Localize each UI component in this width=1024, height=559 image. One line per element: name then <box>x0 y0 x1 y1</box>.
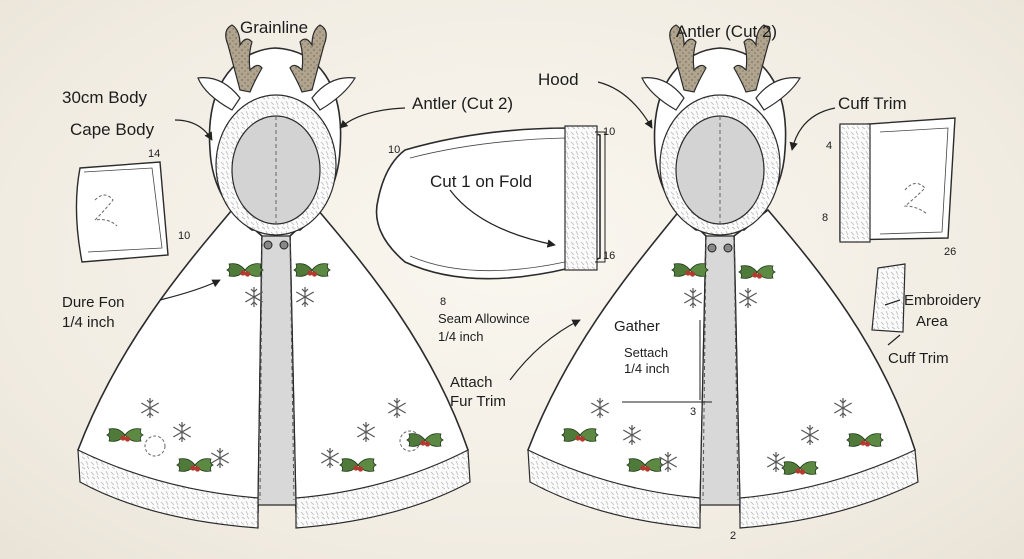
dim-cuff-left-bottom: 8 <box>822 212 829 224</box>
antler-icon <box>669 24 771 93</box>
dim-left-piece-side: 10 <box>178 230 191 242</box>
dim-sleeve-right-bottom: 16 <box>603 250 616 262</box>
dim-sleeve-bottom: 8 <box>440 296 447 308</box>
cuff-pattern-piece <box>839 117 956 243</box>
cuff-trim-top-label: Cuff Trim <box>838 94 907 113</box>
small-pattern-piece <box>75 161 169 263</box>
settach-size-label: 1/4 inch <box>624 361 670 376</box>
seam-allowance-size-label: 1/4 inch <box>438 329 484 344</box>
embroidery-label: Embroidery <box>904 292 981 309</box>
fur-trim-label: Fur Trim <box>450 393 506 410</box>
gather-label: Gather <box>614 318 660 335</box>
dure-fon-label: Dure Fon <box>62 294 125 311</box>
settach-label: Settach <box>624 345 669 360</box>
antler-cut2-top-label: Antler (Cut 2) <box>676 22 778 41</box>
left-cape <box>77 24 471 529</box>
dim-cuff-left-top: 4 <box>826 140 833 152</box>
cuff-trim-piece <box>871 263 906 333</box>
dure-fon-size-label: 1/4 inch <box>62 314 115 331</box>
leader-lines <box>159 81 901 381</box>
antler-icon <box>225 24 327 93</box>
dim-cuff-bottom: 26 <box>944 246 957 258</box>
body-30cm-label: 30cm Body <box>62 88 148 107</box>
dim-sleeve-right-top: 10 <box>603 126 616 138</box>
grainline-label: Grainline <box>240 18 309 37</box>
dim-gather-mark: 3 <box>690 406 697 418</box>
seam-allowance-label: Seam Allowince <box>438 311 530 326</box>
sleeve-pattern-piece <box>375 125 606 280</box>
dim-left-piece-top: 14 <box>148 148 161 160</box>
cut-on-fold-label: Cut 1 on Fold <box>430 172 533 191</box>
dim-center-bottom: 2 <box>730 530 737 542</box>
antler-cut2-left-label: Antler (Cut 2) <box>412 94 514 113</box>
attach-label: Attach <box>450 374 493 391</box>
hood-label: Hood <box>538 70 579 89</box>
cape-body-label: Cape Body <box>70 120 155 139</box>
right-cape <box>527 24 919 529</box>
dim-sleeve-left: 10 <box>388 144 401 156</box>
cuff-trim-bottom-label: Cuff Trim <box>888 350 949 367</box>
area-label: Area <box>916 313 948 330</box>
